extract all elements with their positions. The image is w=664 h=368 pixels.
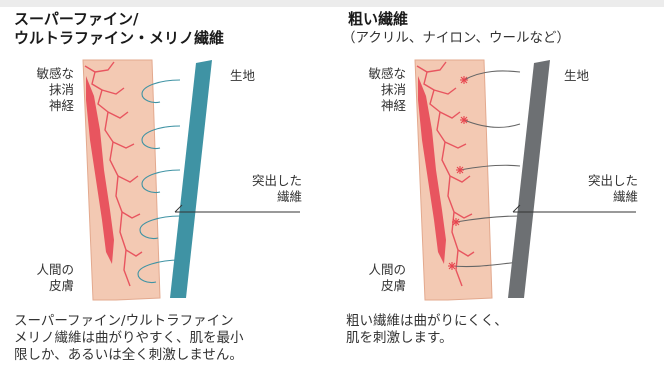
title-line1: スーパーファイン/ — [14, 10, 139, 28]
skin-shape — [82, 59, 161, 301]
nerve-icon — [416, 61, 475, 287]
label-skin-2: 皮膚 — [380, 278, 406, 293]
label-fabric: 生地 — [230, 68, 256, 83]
teal-fabric-bar — [170, 60, 212, 298]
caption-line-1: スーパーファイン/ウルトラファイン — [14, 313, 234, 329]
subtitle-coarse: （アクリル、ナイロン、ウールなど） — [342, 30, 571, 46]
label-nerve-3: 神経 — [380, 98, 406, 113]
label-nerve-2: 抹消 — [48, 82, 74, 97]
label-skin-1: 人間の — [36, 262, 74, 277]
skin-shape — [414, 59, 493, 301]
label-skin-2: 皮膚 — [48, 278, 74, 293]
label-skin-1: 人間の — [368, 262, 406, 277]
main-nerve — [418, 76, 446, 264]
curled-fiber-icon — [137, 79, 181, 284]
label-nerve-1: 敏感な — [368, 66, 406, 81]
label-fiber-1: 突出した — [587, 173, 638, 188]
label-fiber-2: 繊維 — [612, 189, 638, 204]
caption-line-3: 限しか、あるいは全く刺激しません。 — [14, 347, 243, 363]
gray-fabric-bar — [508, 60, 550, 298]
label-fiber-2: 繊維 — [276, 189, 302, 204]
top-bar — [0, 0, 664, 7]
panel-coarse-fiber: 粗い繊維 （アクリル、ナイロン、ウールなど） — [332, 0, 664, 368]
title-coarse: 粗い繊維 — [348, 10, 409, 28]
irritation-burst-icon — [448, 76, 468, 270]
caption-line-2: 肌を刺激します。 — [346, 330, 453, 346]
title-line2: ウルトラファイン・メリノ繊維 — [14, 29, 225, 47]
label-fabric: 生地 — [564, 68, 590, 83]
nerve-icon — [84, 61, 143, 287]
label-nerve-3: 神経 — [48, 98, 74, 113]
panel-fine-merino: スーパーファイン/ ウルトラファイン・メリノ繊維 敏感 — [14, 10, 302, 363]
caption-line-2: メリノ繊維は曲がりやすく、肌を最小 — [14, 330, 244, 346]
label-nerve-1: 敏感な — [36, 66, 74, 81]
stiff-fiber-icon — [451, 70, 521, 268]
label-fiber-1: 突出した — [251, 173, 302, 188]
fine-fiber-diagram — [82, 59, 300, 301]
coarse-fiber-diagram — [414, 59, 636, 301]
caption-line-1: 粗い繊維は曲がりにくく、 — [346, 313, 508, 329]
main-nerve — [86, 76, 114, 264]
label-nerve-2: 抹消 — [380, 82, 406, 97]
